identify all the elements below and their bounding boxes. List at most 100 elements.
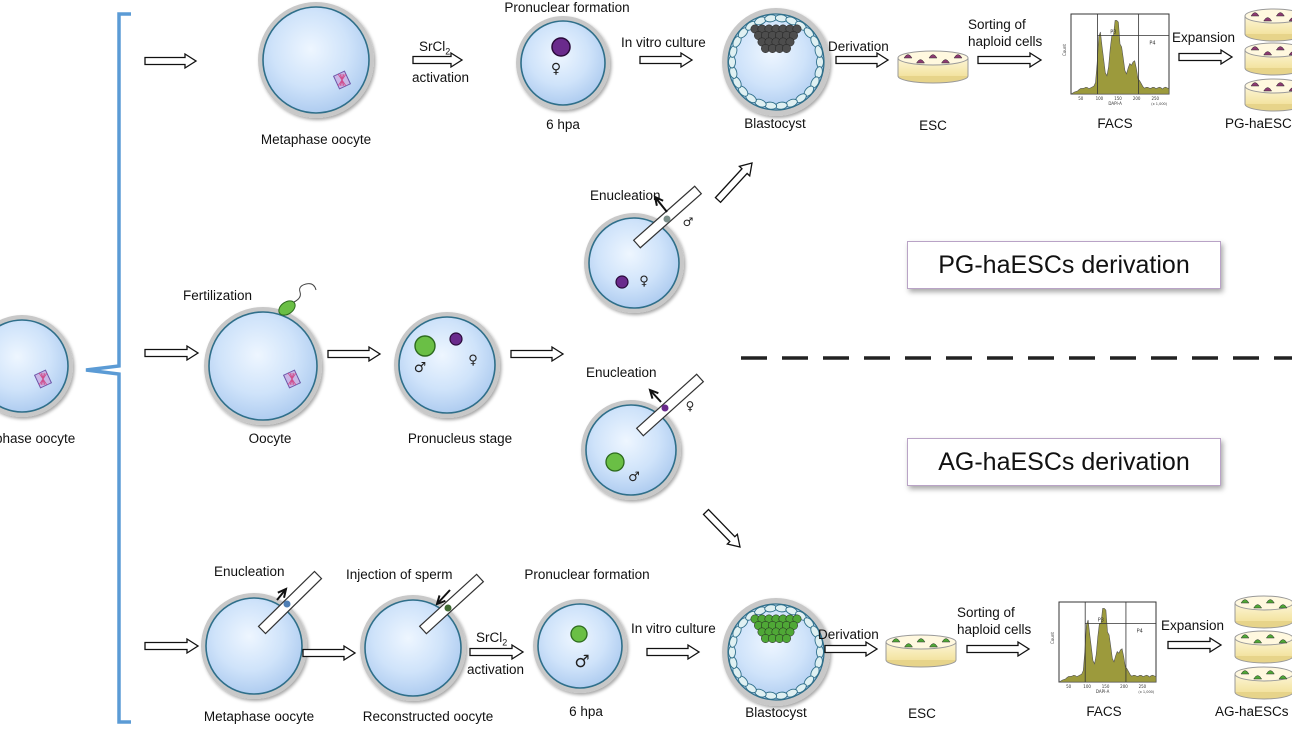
ag-enucleation-oocyte: ♂♀ bbox=[581, 373, 705, 500]
pull-arrow-row3 bbox=[276, 587, 288, 601]
row1-srcl2-label: SrCl2 bbox=[419, 39, 450, 60]
row1-srcl2-sub: 2 bbox=[445, 46, 451, 57]
injection-pipette bbox=[418, 573, 485, 635]
oocyte-label: Oocyte bbox=[248, 431, 292, 446]
arrow-r1-4 bbox=[835, 51, 890, 69]
facs-tick: 250 bbox=[1151, 96, 1159, 101]
fertilization-label: Fertilization bbox=[183, 288, 253, 303]
row1-expansion-dishes bbox=[1244, 8, 1292, 112]
grouping-bracket bbox=[85, 12, 131, 724]
row1-facs-label: FACS bbox=[1097, 116, 1133, 131]
row1-esc-dish bbox=[897, 50, 969, 84]
pronucleus-stage-oocyte: ♂♀ bbox=[394, 312, 500, 418]
female-pronucleus-in-pipette bbox=[661, 404, 669, 412]
facs-tick: 150 bbox=[1102, 684, 1110, 689]
arrow-r3-5 bbox=[824, 640, 879, 658]
arrow-r3-2 bbox=[302, 644, 357, 662]
row1-sorting-label-1: Sorting of bbox=[968, 17, 1026, 32]
male-pronucleus bbox=[605, 452, 625, 472]
facs-gate-right: P4 bbox=[1149, 40, 1155, 46]
row3-srcl2-sub: 2 bbox=[502, 637, 508, 648]
facs-tick: 100 bbox=[1083, 684, 1091, 689]
row1-esc-label: ESC bbox=[919, 118, 947, 133]
row3-activation-label: activation bbox=[467, 662, 525, 677]
female-pronucleus bbox=[449, 332, 463, 346]
female-symbol-icon: ♀ bbox=[551, 61, 561, 77]
left-metaphase-label: Metaphase oocyte bbox=[0, 431, 76, 446]
enucleation-bottom-label: Enucleation bbox=[586, 365, 657, 380]
pronucleus-stage-label: Pronucleus stage bbox=[407, 431, 513, 446]
facs-gate-left: P3 bbox=[1110, 30, 1116, 36]
male-symbol-icon: ♂ bbox=[574, 652, 589, 672]
female-symbol-icon: ♀ bbox=[639, 274, 649, 289]
row3-6hpa-oocyte: ♂ bbox=[533, 599, 627, 693]
facs-tick: 200 bbox=[1133, 96, 1141, 101]
pg-box-label: PG-haESCs derivation bbox=[938, 250, 1190, 279]
row3-blastocyst-label: Blastocyst bbox=[745, 705, 807, 720]
arrow-r1-2 bbox=[412, 51, 464, 69]
arrow-mid-1 bbox=[144, 344, 200, 362]
facs-tick: 150 bbox=[1114, 96, 1122, 101]
row1-6hpa-oocyte: ♀ bbox=[516, 16, 610, 110]
row1-final-label: PG-haESCs bbox=[1225, 116, 1292, 131]
male-symbol-icon: ♂ bbox=[683, 215, 694, 229]
expansion-dish-3 bbox=[1234, 666, 1292, 700]
facs-tick: 50 bbox=[1078, 96, 1084, 101]
ag-haescs-derivation-box: AG-haESCs derivation bbox=[907, 438, 1221, 486]
pull-arrow-bottom bbox=[648, 388, 662, 403]
facs-xlabel: DAPI-A bbox=[1096, 689, 1110, 694]
spindle-icon bbox=[332, 70, 352, 90]
pull-arrow-top bbox=[653, 195, 668, 213]
row3-esc-dish bbox=[885, 634, 957, 668]
expansion-dish-1 bbox=[1244, 8, 1292, 42]
enucleation-top-label: Enucleation bbox=[590, 188, 661, 203]
row1-6hpa-label: 6 hpa bbox=[546, 117, 580, 132]
arrow-r1-5 bbox=[977, 51, 1043, 69]
arrow-r1-1 bbox=[144, 52, 198, 70]
arrow-mid-2 bbox=[327, 345, 382, 363]
row1-sorting-label-2: haploid cells bbox=[968, 34, 1043, 49]
male-pronucleus bbox=[414, 335, 436, 357]
row3-injection-label: Injection of sperm bbox=[346, 567, 453, 582]
fertilized-oocyte bbox=[204, 283, 322, 425]
facs-scale: (x 1,000) bbox=[1151, 102, 1168, 106]
row3-6hpa-label: 6 hpa bbox=[569, 704, 603, 719]
pg-enucleation-oocyte: ♀♂ bbox=[584, 185, 703, 313]
facs-gate-right: P4 bbox=[1137, 628, 1143, 634]
expansion-dish-2 bbox=[1244, 42, 1292, 76]
row3-metaphase-label: Metaphase oocyte bbox=[203, 709, 315, 724]
row1-srcl2-text: SrCl bbox=[419, 39, 446, 54]
sperm-icon bbox=[278, 300, 296, 316]
male-pronucleus-in-pipette bbox=[663, 215, 671, 223]
spindle-in-pipette bbox=[283, 600, 291, 608]
row3-facs-label: FACS bbox=[1086, 704, 1122, 719]
row3-final-label: AG-haESCs bbox=[1215, 704, 1289, 719]
left-metaphase-oocyte bbox=[0, 315, 73, 417]
pg-haescs-derivation-box: PG-haESCs derivation bbox=[907, 241, 1221, 289]
expansion-dish-1 bbox=[1234, 595, 1292, 629]
row1-metaphase-label: Metaphase oocyte bbox=[260, 132, 372, 147]
row1-blastocyst-label: Blastocyst bbox=[744, 116, 806, 131]
arrow-to-row3 bbox=[702, 508, 741, 548]
row3-pronuclear-label: Pronuclear formation bbox=[524, 567, 650, 582]
inject-arrow bbox=[435, 589, 451, 606]
enucleation-pipette-bottom bbox=[635, 373, 705, 437]
facs-tick: 250 bbox=[1139, 684, 1147, 689]
row3-expansion-label: Expansion bbox=[1161, 618, 1225, 633]
row1-in-vitro-label: In vitro culture bbox=[621, 35, 706, 50]
female-pronucleus bbox=[551, 37, 571, 57]
facs-tick: 100 bbox=[1096, 96, 1104, 101]
sperm-head-in-pipette bbox=[444, 604, 452, 612]
arrow-r1-6 bbox=[1178, 48, 1234, 66]
row1-activation-label: activation bbox=[412, 70, 470, 85]
female-pronucleus bbox=[615, 275, 629, 289]
row3-expansion-dishes bbox=[1234, 595, 1292, 700]
arrow-mid-3 bbox=[510, 345, 565, 363]
ag-box-label: AG-haESCs derivation bbox=[938, 447, 1190, 476]
row3-enucleation-label: Enucleation bbox=[214, 564, 285, 579]
row3-srcl2-label: SrCl2 bbox=[476, 630, 507, 651]
row3-blastocyst bbox=[722, 598, 830, 706]
facs-gate-left: P3 bbox=[1098, 618, 1104, 624]
male-symbol-icon: ♂ bbox=[628, 470, 640, 485]
arrow-r3-3 bbox=[469, 643, 525, 661]
